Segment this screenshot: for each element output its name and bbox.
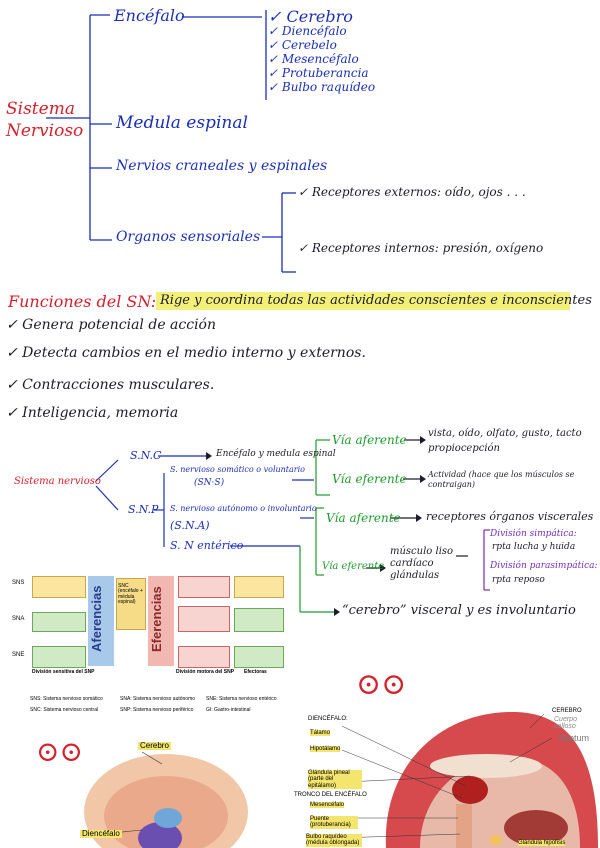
- row-label: SNE: [12, 652, 25, 658]
- encefalo-part: ✓ Cerebelo: [268, 38, 337, 52]
- d2-root: Sistema nervioso: [14, 476, 101, 487]
- box: [178, 606, 230, 632]
- d2-eferente-2-targets: músculo liso cardíaco glándulas: [390, 546, 453, 582]
- d2-snc-target: Encéfalo y medula espinal: [216, 449, 336, 459]
- d2-aferente-1-target2: propiocepción: [428, 443, 501, 454]
- d2-snp: S.N.P: [128, 503, 159, 516]
- d2-via-eferente-1: Vía eferente: [332, 472, 407, 486]
- node-medula-espinal: Medula espinal: [116, 113, 248, 133]
- eyes-doodle: ⊙⊙: [356, 667, 407, 702]
- node-receptores-externos: ✓ Receptores externos: oído, ojos . . .: [298, 185, 526, 199]
- node-encefalo: Encéfalo: [114, 6, 185, 25]
- brain-label: DIENCÉFALO:: [308, 716, 348, 722]
- row-label: SNA: [12, 616, 25, 622]
- node-receptores-internos: ✓ Receptores internos: presión, oxígeno: [298, 241, 544, 255]
- d2-somatico: S. nervioso somático o voluntario: [170, 465, 305, 474]
- box: [234, 576, 284, 598]
- d2-eferente-2-item: cardíaco: [390, 558, 434, 569]
- legend-item: GI: Gastro-intestinal: [206, 707, 251, 713]
- figure-snp-divisions: SNS SNA SNE Aferencias SNC (encéfalo + m…: [8, 572, 292, 690]
- brain-label: TRONCO DEL ENCÉFALO: [294, 792, 367, 798]
- node-nervios: Nervios craneales y espinales: [116, 158, 328, 174]
- d2-autonomo: S. nervioso autónomo o involuntario: [170, 504, 317, 513]
- brain-large-illustration: [334, 711, 598, 848]
- encefalo-part: ✓ Protuberancia: [268, 66, 369, 80]
- brain-label: Glándula hipófisis: [518, 840, 566, 847]
- brain-label: Septum: [558, 733, 590, 743]
- afferent-band: [88, 576, 114, 666]
- efferent-band: [148, 576, 174, 666]
- d2-parasimpatica: División parasimpática:: [490, 561, 598, 571]
- funcion-item: ✓ Genera potencial de acción: [6, 317, 216, 333]
- figure-brain-sagittal-small: Cerebro Diencéfalo: [30, 734, 256, 848]
- caption-motora: División motora del SNP: [176, 669, 235, 675]
- legend-item: SNC: Sistema nervioso central: [30, 707, 99, 713]
- d2-simpatica-desc: rpta lucha y huida: [492, 542, 576, 552]
- root-label: Sistema Nervioso: [6, 99, 84, 142]
- node-organos-sensoriales: Organos sensoriales: [116, 229, 261, 245]
- encefalo-part: ✓ Bulbo raquídeo: [268, 80, 376, 94]
- brain-label: Mesencéfalo: [310, 802, 345, 809]
- legend-item: SNE: Sistema nervioso entérico: [206, 696, 277, 702]
- d2-via-aferente-1: Vía aferente: [332, 433, 407, 447]
- encefalo-parts-list: ✓ Cerebro ✓ Diencéfalo ✓ Cerebelo ✓ Mese…: [268, 7, 376, 95]
- legend-item: SNA: Sistema nervioso autónomo: [120, 696, 196, 702]
- caption-efectoras: Efectoras: [244, 669, 267, 675]
- brain-label: Tálamo: [310, 730, 331, 737]
- brain-small-label: Cerebro: [138, 741, 171, 751]
- box: [32, 576, 86, 598]
- funciones-highlight: Rige y coordina todas las actividades co…: [160, 293, 592, 308]
- d2-via-aferente-2: Vía aferente: [326, 511, 401, 525]
- box: [178, 646, 230, 668]
- box: [32, 646, 86, 668]
- encefalo-part: ✓ Diencéfalo: [268, 24, 347, 38]
- box: [234, 646, 284, 668]
- d2-enterico: S. N entérico: [170, 539, 244, 552]
- brain-label: Bulbo raquídeo (médula oblongada): [306, 834, 362, 847]
- d2-via-eferente-2: Vía eferente: [322, 561, 385, 572]
- brain-small-label: Diencéfalo: [80, 829, 122, 839]
- d2-simpatica: División simpática:: [490, 529, 577, 539]
- d2-cerebro-visceral: “cerebro” visceral y es involuntario: [342, 603, 576, 618]
- d2-snc: S.N.C: [130, 449, 162, 462]
- brain-illustration: [84, 751, 248, 848]
- d2-aferente-1-target: vista, oído, olfato, gusto, tacto: [428, 428, 582, 439]
- d2-somatico-abbr: (SN·S): [194, 478, 225, 488]
- figure-brain-sagittal-large: DIENCÉFALO: Tálamo Hipotálamo Glándula p…: [290, 706, 600, 848]
- box: [32, 612, 86, 632]
- box: [178, 576, 230, 598]
- brain-label: Cuerpo calloso: [554, 716, 577, 731]
- box: [234, 608, 284, 632]
- legend-item: SNP: Sistema nervioso periférico: [120, 707, 194, 713]
- snc-label: SNC (encéfalo + médula espinal): [118, 583, 143, 605]
- caption-sensitiva: División sensitiva del SNP: [32, 669, 95, 675]
- brain-label: Glándula pineal (parte del epitálamo): [308, 770, 362, 789]
- d2-eferente-1-target: Actividad (hace que los músculos se cont…: [428, 470, 575, 489]
- funcion-item: ✓ Contracciones musculares.: [6, 377, 215, 393]
- d2-eferente-2-item: músculo liso: [390, 546, 454, 557]
- snc-box: [116, 578, 146, 630]
- d2-eferente-2-item: glándulas: [390, 570, 440, 581]
- afferent-label: Aferencias: [89, 585, 104, 652]
- funciones-title: Funciones del SN:: [8, 292, 157, 311]
- d2-parasimpatica-desc: rpta reposo: [492, 575, 545, 585]
- brain-label: CEREBRO: [552, 708, 582, 714]
- root-sistema-nervioso: Sistema Nervioso: [6, 98, 84, 142]
- encefalo-part: ✓ Cerebro: [268, 7, 353, 26]
- row-label: SNS: [12, 580, 25, 586]
- brain-label: Puente (protuberancia): [310, 816, 358, 829]
- brain-label: Hipotálamo: [310, 746, 341, 753]
- encefalo-part: ✓ Mesencéfalo: [268, 52, 359, 66]
- d2-aferente-2-target: receptores órganos viscerales: [426, 510, 594, 523]
- highlight-marker: [156, 292, 570, 310]
- efferent-label: Eferencias: [149, 586, 164, 652]
- d2-autonomo-abbr: (S.N.A): [170, 519, 210, 532]
- funcion-item: ✓ Detecta cambios en el medio interno y …: [6, 345, 366, 361]
- eyes-doodle: ⊙⊙: [36, 735, 83, 768]
- legend-item: SNS: Sistema nervioso somático: [30, 696, 103, 702]
- funcion-item: ✓ Inteligencia, memoria: [6, 405, 179, 421]
